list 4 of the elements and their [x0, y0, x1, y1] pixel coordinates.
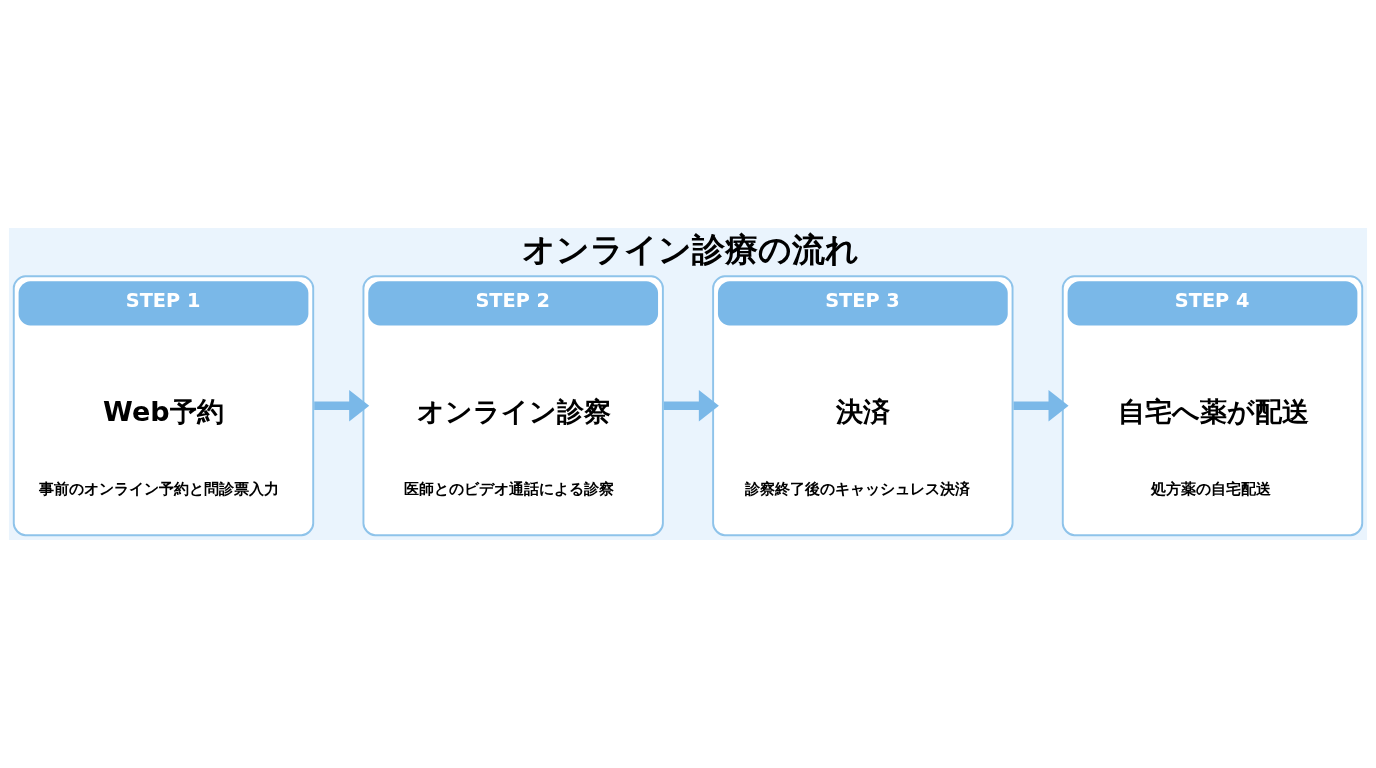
arrow	[314, 389, 370, 422]
diagram-title: オンライン診療の流れ	[522, 231, 860, 270]
arrow	[1013, 389, 1069, 422]
arrow	[663, 389, 719, 422]
